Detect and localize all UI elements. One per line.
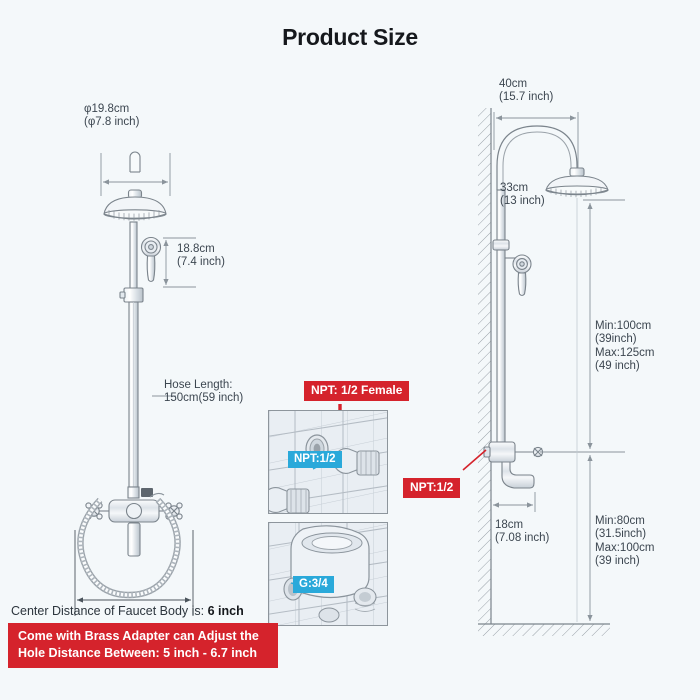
valve-body-inlet-photo bbox=[268, 522, 388, 626]
npt-leader-line bbox=[462, 449, 487, 471]
dim-head-diameter bbox=[100, 153, 171, 196]
npt-half-callout-panel: NPT:1/2 bbox=[288, 451, 342, 468]
label-height-upper: Min:100cm (39inch) Max:125cm (49 inch) bbox=[595, 320, 655, 373]
handheld-shower-upper bbox=[140, 236, 162, 283]
banner-line-1: Come with Brass Adapter can Adjust the bbox=[18, 629, 259, 643]
inlet-port-right bbox=[353, 587, 377, 612]
label-height-lower: Min:80cm (31.5inch) Max:100cm (39 inch) bbox=[595, 515, 655, 568]
center-distance-value: 6 inch bbox=[207, 604, 244, 618]
dim-height-lower bbox=[587, 455, 593, 621]
valve-body-side bbox=[483, 441, 544, 489]
label-hose-length: Hose Length: 150cm(59 inch) bbox=[164, 379, 244, 405]
faucet-body-assembly bbox=[85, 486, 183, 557]
label-handheld-length: 18.8cm (7.4 inch) bbox=[177, 243, 225, 269]
label-right-head-diameter: 33cm (13 inch) bbox=[500, 182, 545, 208]
shower-head-nozzle-ribs bbox=[108, 210, 160, 221]
center-distance-note: Center Distance of Faucet Body is: 6 inc… bbox=[11, 604, 244, 618]
banner-line-2: Hole Distance Between: 5 inch - 6.7 inch bbox=[18, 646, 257, 660]
center-distance-prefix: Center Distance of Faucet Body is: bbox=[11, 604, 208, 618]
dim-height-upper bbox=[540, 199, 625, 453]
brass-adapter-banner: Come with Brass Adapter can Adjust the H… bbox=[8, 623, 278, 668]
floor-hatch bbox=[478, 624, 610, 636]
page-title: Product Size bbox=[282, 24, 418, 50]
g-three-quarter-callout: G:3/4 bbox=[293, 576, 334, 593]
handheld-shower-side bbox=[505, 254, 532, 297]
label-head-diameter: φ19.8cm (φ7.8 inch) bbox=[84, 103, 140, 129]
npt-inlet-callout: NPT:1/2 bbox=[403, 478, 461, 498]
dim-arm-reach bbox=[493, 112, 579, 168]
npt-female-callout: NPT: 1/2 Female bbox=[304, 381, 410, 401]
label-spout-projection: 18cm (7.08 inch) bbox=[495, 519, 550, 545]
label-arm-reach: 40cm (15.7 inch) bbox=[499, 78, 554, 104]
rain-head-side bbox=[545, 167, 609, 198]
brass-adapter-upper bbox=[334, 448, 380, 476]
dim-spout-projection bbox=[493, 492, 536, 512]
wall-hatch bbox=[478, 108, 491, 624]
dim-handheld-length bbox=[163, 237, 196, 288]
brass-adapter-lower bbox=[269, 487, 310, 513]
shower-hose-coil bbox=[77, 497, 181, 599]
right-side-view bbox=[462, 108, 625, 636]
dim-center-distance bbox=[74, 530, 194, 616]
left-shower-column bbox=[74, 151, 196, 616]
